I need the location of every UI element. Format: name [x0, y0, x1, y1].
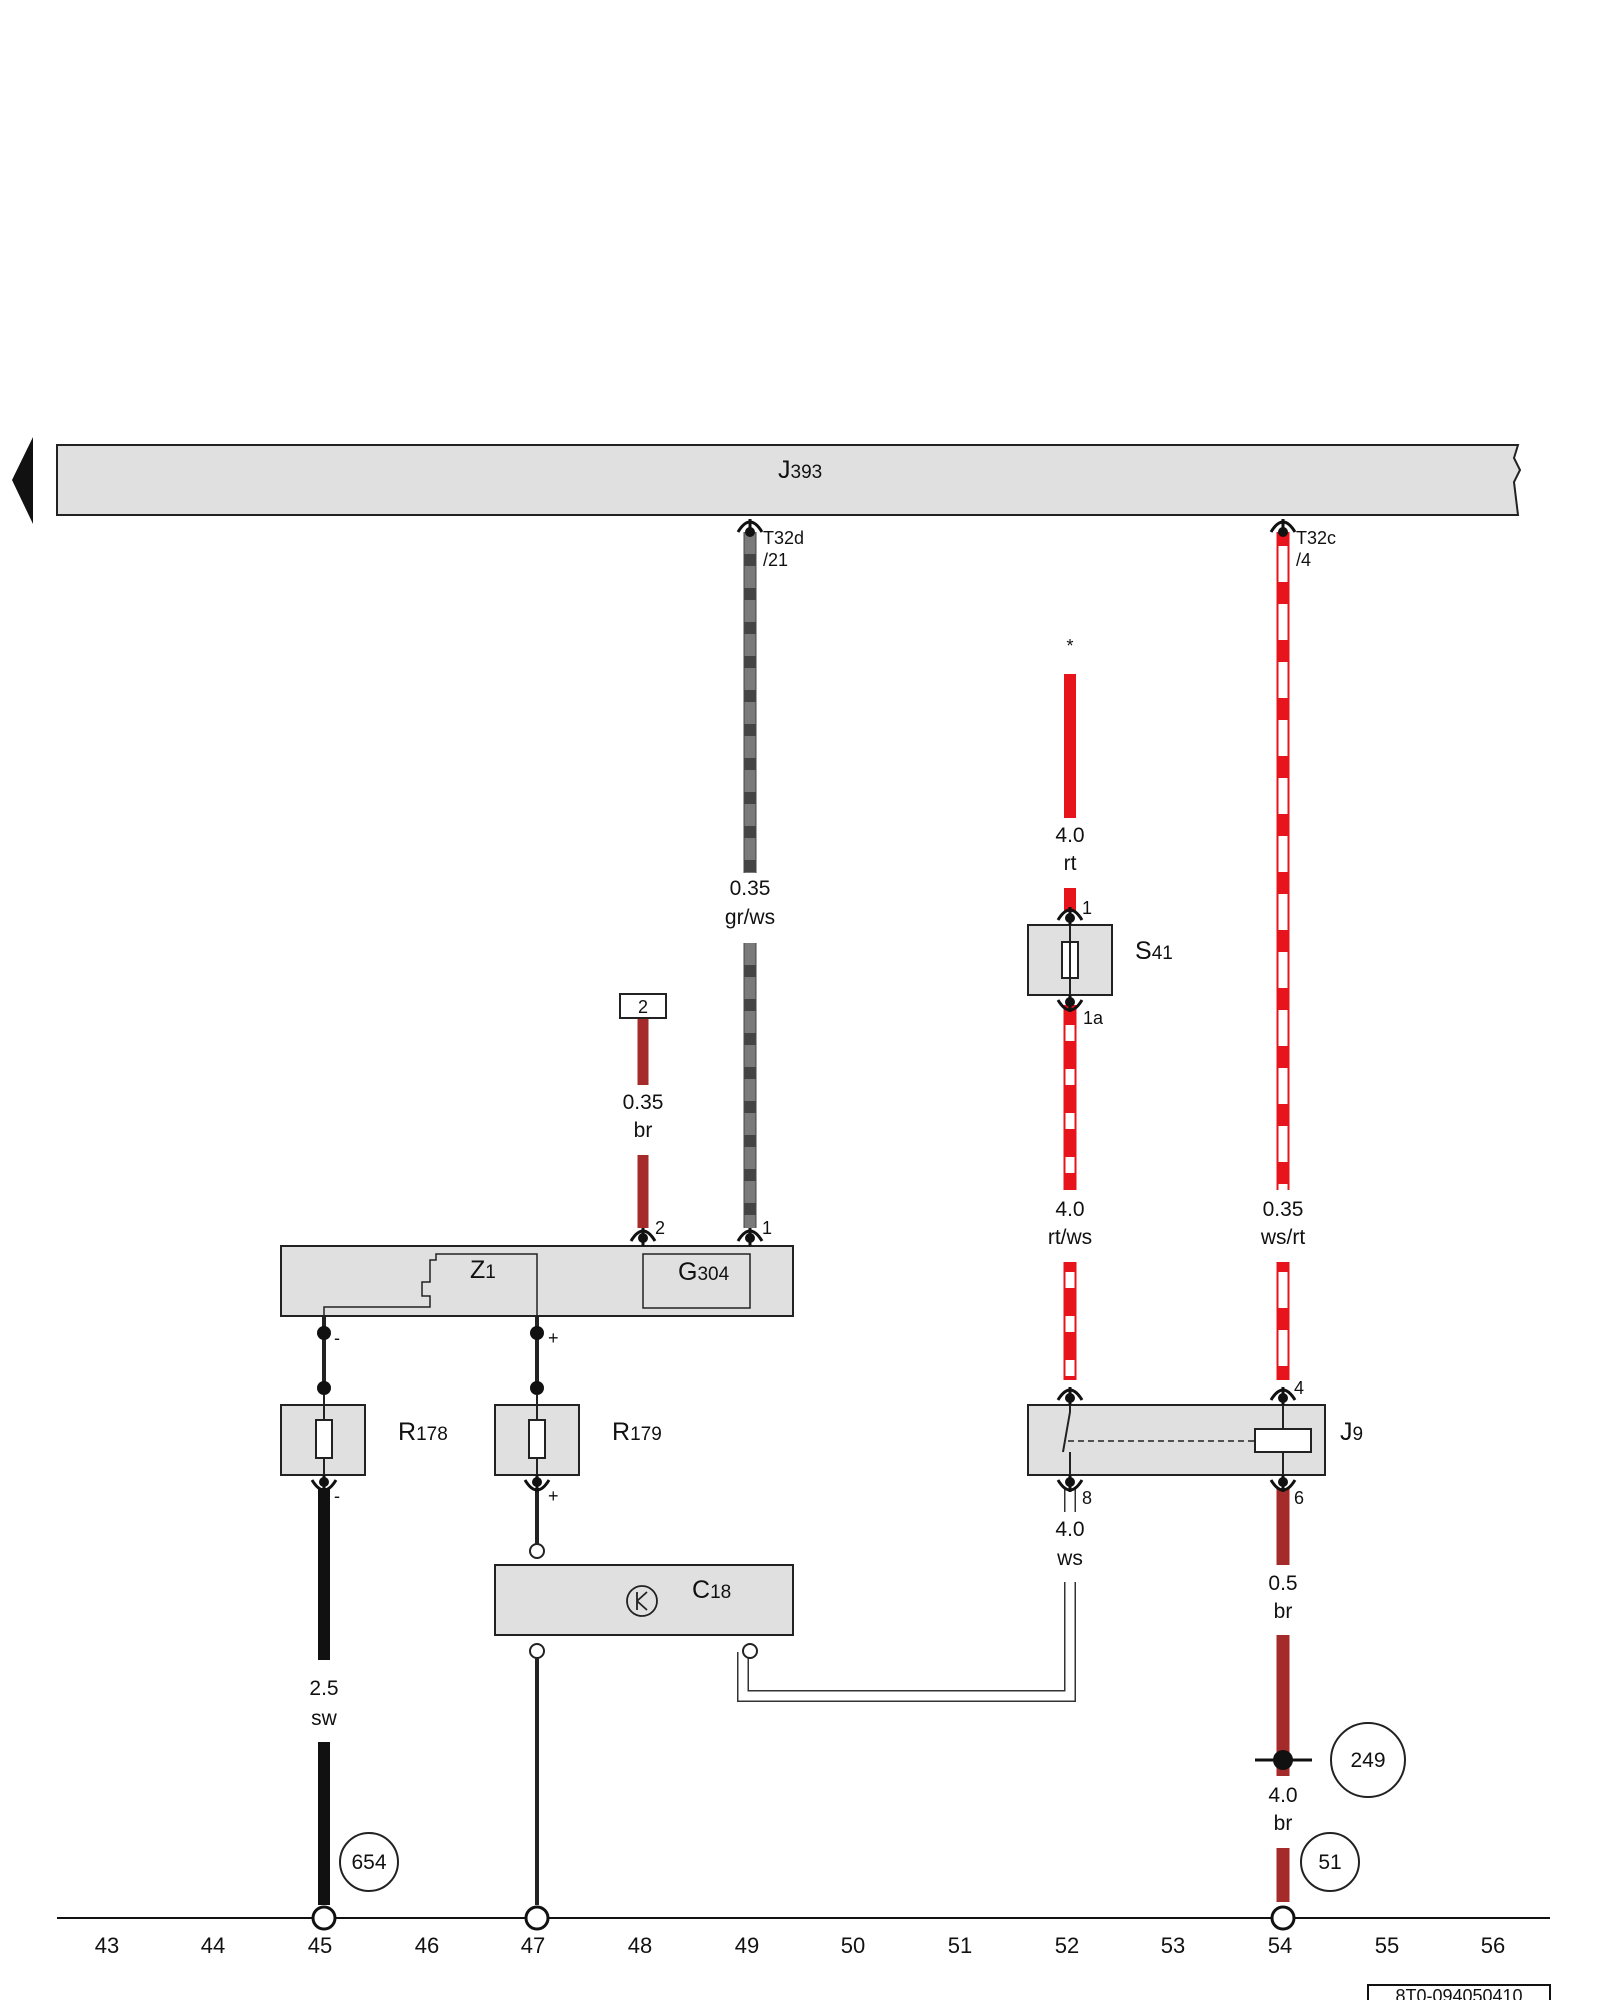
connector-t32c-pin: /4	[1296, 550, 1311, 570]
grid-number: 54	[1268, 1933, 1292, 1958]
ground-ref-654	[339, 1832, 399, 1892]
connector-t32d-pin: /21	[763, 550, 788, 570]
wire-color-label: ws/rt	[1260, 1226, 1305, 1249]
ground-terminal	[524, 1905, 550, 1931]
c18-terminal-top	[529, 1543, 545, 1559]
wire-size-label: 0.5	[1268, 1572, 1297, 1595]
wire-size-label: 0.35	[1263, 1198, 1304, 1221]
j9-pin-4: 4	[1294, 1378, 1304, 1398]
g304-label: G304	[678, 1258, 730, 1286]
capacitor-c18-box	[494, 1564, 794, 1636]
grid-number: 52	[1055, 1933, 1079, 1958]
wire-size-label: 4.0	[1268, 1784, 1297, 1807]
connector-symbols	[310, 519, 1297, 1492]
grid-number: 50	[841, 1933, 865, 1958]
grid-number: 51	[948, 1933, 972, 1958]
connector-t32c-name: T32c	[1296, 528, 1336, 548]
connector-t32d-name: T32d	[763, 528, 804, 548]
ground-ref-51	[1300, 1832, 1360, 1892]
grid-number: 44	[201, 1933, 225, 1958]
control-unit-main: J	[778, 456, 791, 484]
wire-size-label: 4.0	[1055, 824, 1084, 847]
left-triangle-icon[interactable]	[12, 437, 33, 524]
connector-dots	[317, 527, 1288, 1487]
resistor-r179-element	[528, 1419, 546, 1459]
g304-inner	[642, 1253, 751, 1309]
r178-pin-top: -	[334, 1328, 340, 1348]
splice-dot	[1273, 1750, 1293, 1770]
wire-size-label: 0.35	[623, 1091, 664, 1114]
wire-color-label: ws	[1056, 1547, 1083, 1570]
wire-color-label: br	[1274, 1600, 1293, 1623]
wire-size-label: 0.35	[730, 877, 771, 900]
grid-number: 43	[95, 1933, 119, 1958]
grid-number: 46	[415, 1933, 439, 1958]
control-unit-sub: 393	[791, 462, 823, 483]
diagram-code: 8T0-094050410	[1395, 1986, 1522, 2000]
r178-pin-bottom: -	[334, 1486, 340, 1506]
ground-terminal	[1270, 1905, 1296, 1931]
c18-terminal-bottom-left	[529, 1643, 545, 1659]
s41-pin-top: 1	[1082, 898, 1092, 918]
wire-size-label: 4.0	[1055, 1198, 1084, 1221]
j9-label: J9	[1340, 1418, 1363, 1446]
wire-color-label: sw	[311, 1707, 338, 1730]
control-unit-label: J393	[778, 456, 822, 484]
ground-ref-654-label: 654	[351, 1851, 386, 1874]
transistor-symbol-icon	[626, 1585, 658, 1617]
wire-color-label: br	[634, 1119, 653, 1142]
c18-terminal-bottom-right	[742, 1643, 758, 1659]
wire-color-label: rt/ws	[1048, 1226, 1092, 1249]
s41-pin-bottom: 1a	[1083, 1008, 1104, 1028]
g304-pin-1: 1	[762, 1218, 772, 1238]
z1-heater-trace	[323, 1253, 538, 1316]
j9-pin-8: 8	[1082, 1488, 1092, 1508]
grid-number: 55	[1375, 1933, 1399, 1958]
diagram-code-box	[1367, 1984, 1551, 2000]
relay-coil	[1254, 1428, 1312, 1453]
ground-terminal	[311, 1905, 337, 1931]
resistor-r178-element	[315, 1419, 333, 1459]
ground-ref-51-label: 51	[1318, 1851, 1341, 1874]
s41-label: S41	[1135, 937, 1173, 965]
grid-number: 56	[1481, 1933, 1505, 1958]
z1-label: Z1	[470, 1256, 496, 1284]
c18-label: C18	[692, 1576, 731, 1604]
r179-label: R179	[612, 1418, 662, 1446]
wire-size-label: 2.5	[309, 1677, 338, 1700]
relay-switch	[1062, 1411, 1071, 1453]
wire-size-label: 4.0	[1055, 1518, 1084, 1541]
j9-pin-6: 6	[1294, 1488, 1304, 1508]
ground-ref-249-label: 249	[1350, 1749, 1385, 1772]
grid-number: 47	[521, 1933, 545, 1958]
r178-label: R178	[398, 1418, 448, 1446]
grid-number: 45	[308, 1933, 332, 1958]
wire-color-label: gr/ws	[725, 906, 775, 929]
grid-number: 53	[1161, 1933, 1185, 1958]
wire-color-label: rt	[1064, 852, 1077, 875]
ground-ref-249	[1330, 1722, 1406, 1798]
terminal-box	[619, 993, 667, 1019]
g304-pin-2: 2	[655, 1218, 665, 1238]
grid-numbers: 43 44 45 46 47 48 49 50 51 52 53 54 55 5…	[95, 1933, 1505, 1958]
grid-number: 48	[628, 1933, 652, 1958]
wire-color-label: br	[1274, 1812, 1293, 1835]
r179-pin-bottom: +	[548, 1486, 559, 1506]
grid-number: 49	[735, 1933, 759, 1958]
r179-pin-top: +	[548, 1328, 559, 1348]
fuse-supply-marker: *	[1066, 636, 1073, 656]
control-unit-j393	[56, 444, 1522, 516]
terminal-box-label: 2	[638, 997, 648, 1017]
